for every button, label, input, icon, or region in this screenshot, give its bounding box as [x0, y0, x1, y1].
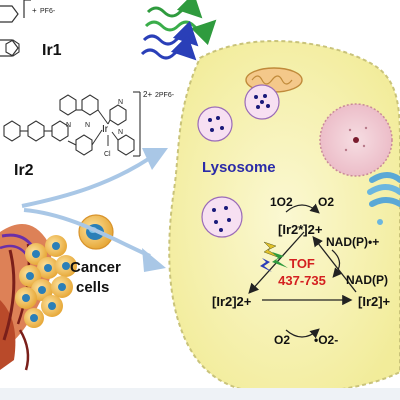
ir2-charge: 2+	[143, 90, 152, 99]
ir2-n-atom-2: N	[85, 122, 90, 129]
ir2-n-atom-4: N	[118, 129, 123, 136]
lysosome-vesicle-upper	[197, 106, 233, 142]
lightning-bolt-icon	[260, 241, 288, 272]
oxygen-bottom-label: O2	[274, 333, 290, 347]
ir2-cl-atom: Cl	[104, 151, 111, 158]
singlet-oxygen-label: 1O2	[270, 195, 293, 209]
nadp-label: NAD(P)	[346, 273, 388, 287]
ir2-label: Ir2	[14, 162, 34, 179]
cancer-cells-label-line2: cells	[76, 279, 109, 296]
cancer-cells-label-line1: Cancer	[70, 259, 121, 276]
arrow-up-head-icon	[142, 148, 168, 170]
ir2-n-atom-1: N	[66, 122, 71, 129]
ir1-charge: +	[32, 6, 37, 15]
tof-title: TOF	[289, 256, 315, 271]
lysosome-vesicle-lower	[201, 196, 243, 238]
superoxide-curved-arrow	[285, 328, 320, 339]
uptake-arrows	[21, 148, 168, 272]
species-top: [Ir2*]2+	[278, 222, 323, 237]
species-left: [Ir2]2+	[212, 294, 252, 309]
catalytic-cycle: [Ir2*]2+ [Ir2]2+ [Ir2]+ 1O2 O2 NAD(P)•+ …	[212, 195, 391, 347]
lysosome-label: Lysosome	[202, 159, 276, 176]
nadp-curved-arrow	[331, 249, 343, 278]
nadp-radical-label: NAD(P)•+	[326, 235, 379, 249]
ir1-label: Ir1	[42, 42, 62, 59]
tof-value: 437-735	[278, 273, 326, 288]
nucleus	[319, 103, 393, 177]
arrow-down-head-icon	[142, 248, 166, 272]
golgi-apparatus	[367, 172, 400, 225]
ir2-n-atom-3: N	[118, 99, 123, 106]
bottom-band	[0, 388, 400, 400]
ir2-metal-atom: Ir	[102, 124, 109, 135]
light-irradiation-waves-icon	[140, 0, 217, 61]
cycle-arrow-right	[312, 235, 357, 293]
o2-curved-arrow	[285, 203, 320, 214]
ir1-counterion: PF6-	[40, 8, 56, 15]
superoxide-label: •O2-	[314, 333, 338, 347]
species-right: [Ir2]+	[358, 294, 391, 309]
ir1-structure: + PF6- Ir1	[0, 0, 62, 59]
ir2-structure: N N N N Ir Cl 2+ 2PF6- Ir2	[3, 90, 175, 179]
ir2-counterion: 2PF6-	[155, 92, 175, 99]
nucleolus	[353, 137, 359, 143]
lysosome-vesicle-upper-right	[244, 84, 280, 120]
triplet-oxygen-top-label: O2	[318, 195, 334, 209]
phenyl-ring-icon	[5, 39, 20, 57]
tumor-cell-cluster	[15, 235, 77, 328]
